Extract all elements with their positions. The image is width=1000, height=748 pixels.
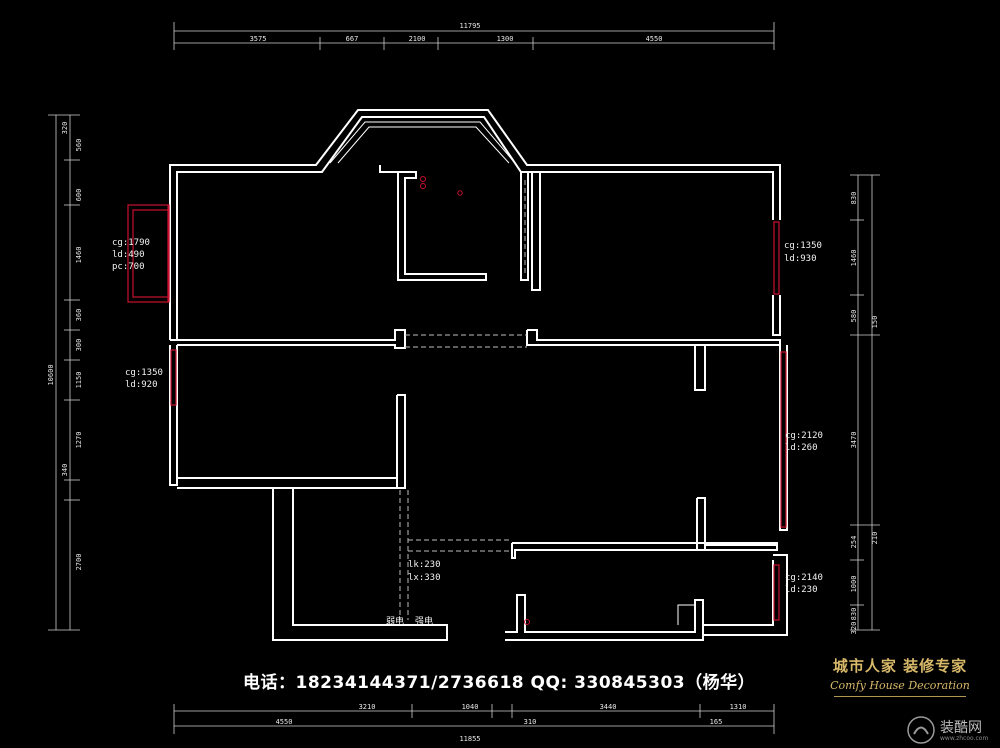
label-strong-current: 强电 xyxy=(415,615,433,627)
dim-left-seg: 1150 xyxy=(75,372,83,389)
dim-bottom-seg: 310 xyxy=(524,718,537,726)
dim-left-seg: 560 xyxy=(75,139,83,152)
dim-left-seg: 360 xyxy=(75,309,83,322)
dim-bottom-seg: 1310 xyxy=(730,703,747,711)
meter-labels: 弱电 强电 xyxy=(386,615,433,627)
dim-right-seg: 1460 xyxy=(850,250,858,267)
dim-left-seg: 600 xyxy=(75,189,83,202)
dim-top-seg: 2100 xyxy=(409,35,426,43)
brand-name-cn: 城市人家 装修专家 xyxy=(832,657,968,675)
watermark-url: www.zhcoo.com xyxy=(940,735,989,742)
dim-bottom-total: 11855 xyxy=(459,735,480,743)
bottom-dimension-chain: 4550 3210 1040 310 3440 1310 165 11855 xyxy=(173,703,775,743)
dim-right-seg: 830 xyxy=(850,192,858,205)
dim-bottom-seg: 3210 xyxy=(359,703,376,711)
label-weak-current: 弱电 xyxy=(386,615,404,627)
brand-logo: 城市人家 装修专家 Comfy House Decoration xyxy=(826,655,974,697)
dim-left-seg: 2700 xyxy=(75,554,83,571)
dim-left-seg: 1270 xyxy=(75,432,83,449)
annot-win-left-mid: ld:920 xyxy=(125,380,158,390)
annot-win-right-mid: cg:2120 xyxy=(785,431,823,441)
dim-right-seg: 3470 xyxy=(850,432,858,449)
dim-right-seg: 320 xyxy=(850,622,858,635)
dim-top-seg: 3575 xyxy=(250,35,267,43)
dim-right-seg: 210 xyxy=(871,532,879,545)
window-annotations: cg:1790 ld:490 pc:700 cg:1350 ld:920 cg:… xyxy=(112,238,823,595)
dim-top-total: 11795 xyxy=(459,22,480,30)
dim-right-seg: 830 xyxy=(850,608,858,621)
dim-top-seg: 4550 xyxy=(646,35,663,43)
dim-left-seg: 320 xyxy=(61,122,69,135)
dim-top-seg: 667 xyxy=(346,35,359,43)
annot-beam: lx:330 xyxy=(408,573,441,583)
right-dimension-chain: 830 1460 580 150 3470 254 210 1000 830 3… xyxy=(850,174,880,635)
watermark-logo-icon xyxy=(907,716,935,744)
top-dimension-chain: 11795 3575 667 2100 1300 4550 xyxy=(173,22,775,50)
dim-right-seg: 1000 xyxy=(850,576,858,593)
dim-top-seg: 1300 xyxy=(497,35,514,43)
annot-win-right-lower: cg:2140 xyxy=(785,573,823,583)
left-dimension-chain: 10600 320 560 600 1460 360 300 1150 1270… xyxy=(47,114,83,631)
annot-win-left-upper: ld:490 xyxy=(112,250,145,260)
dim-bottom-seg: 1040 xyxy=(462,703,479,711)
annot-win-right-upper: cg:1350 xyxy=(784,241,822,251)
watermark-text: 装酷网 xyxy=(940,720,982,736)
annot-win-left-upper: pc:700 xyxy=(112,262,145,272)
dim-bottom-seg: 165 xyxy=(710,718,723,726)
windows xyxy=(127,204,787,621)
annot-win-left-upper: cg:1790 xyxy=(112,238,150,248)
annot-win-left-mid: cg:1350 xyxy=(125,368,163,378)
dim-left-seg: 340 xyxy=(61,464,69,477)
dashed-openings xyxy=(399,180,527,620)
fixtures xyxy=(420,176,530,625)
watermark: 装酷网 www.zhcoo.com xyxy=(906,715,998,745)
dim-right-seg: 254 xyxy=(850,536,858,549)
annot-win-right-upper: ld:930 xyxy=(784,254,817,264)
annot-beam: lk:230 xyxy=(408,560,441,570)
brand-divider xyxy=(834,696,966,697)
wall-outlines xyxy=(169,109,788,641)
dim-left-seg: 1460 xyxy=(75,247,83,264)
dim-left-seg: 300 xyxy=(75,339,83,352)
annot-win-right-lower: ld:230 xyxy=(785,585,818,595)
brand-name-en: Comfy House Decoration xyxy=(830,679,970,692)
dim-bottom-seg: 4550 xyxy=(276,718,293,726)
dim-bottom-seg: 3440 xyxy=(600,703,617,711)
dim-left-total: 10600 xyxy=(47,364,55,385)
annot-win-right-mid: ld:260 xyxy=(785,443,818,453)
dim-right-seg: 580 xyxy=(850,310,858,323)
contact-info: 电话：18234144371/2736618 QQ: 330845303（杨华） xyxy=(243,673,756,693)
dim-right-seg: 150 xyxy=(871,316,879,329)
